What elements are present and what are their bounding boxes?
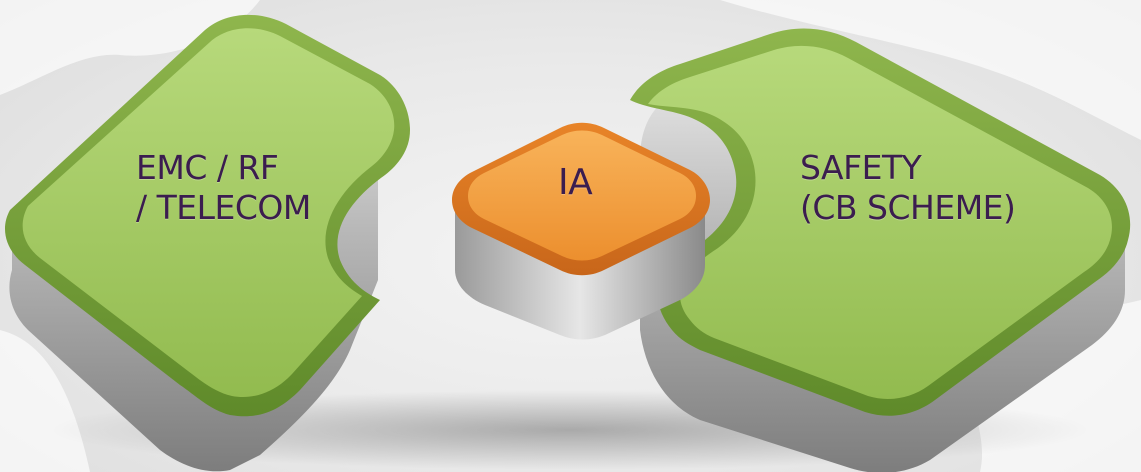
center-tile <box>452 122 710 340</box>
left-tile-line-2: / TELECOM <box>136 188 311 227</box>
left-tile-label: EMC / RF / TELECOM <box>136 148 311 228</box>
left-tile-line-1: EMC / RF <box>136 148 279 187</box>
right-tile-line-1: SAFETY <box>800 148 922 187</box>
right-tile <box>630 28 1131 472</box>
center-tile-label: IA <box>558 162 593 203</box>
right-tile-line-2: (CB SCHEME) <box>800 188 1016 227</box>
right-tile-label: SAFETY (CB SCHEME) <box>800 148 1016 228</box>
left-tile <box>5 14 410 472</box>
